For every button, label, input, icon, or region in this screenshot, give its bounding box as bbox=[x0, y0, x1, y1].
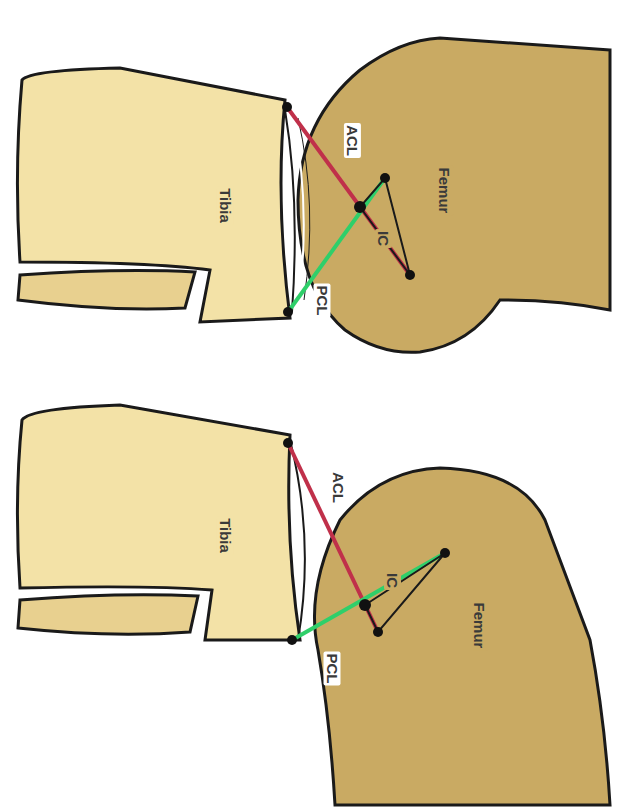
acl-line bbox=[287, 107, 410, 275]
linkage-triangle bbox=[365, 553, 445, 632]
pcl-line bbox=[288, 178, 385, 312]
joint-dot bbox=[287, 635, 297, 645]
ic-dot bbox=[354, 201, 366, 213]
meniscus bbox=[285, 110, 295, 312]
top-knee bbox=[17, 38, 610, 352]
linkage-triangle bbox=[360, 178, 410, 275]
ic-dot bbox=[359, 599, 371, 611]
bone-label: Tibia bbox=[216, 186, 233, 225]
joint-dot bbox=[283, 438, 293, 448]
tibia-bone bbox=[17, 68, 290, 322]
fibula-bone bbox=[18, 595, 198, 635]
joint-dot bbox=[440, 548, 450, 558]
pcl-line bbox=[292, 553, 445, 640]
bone-label: Tibia bbox=[216, 516, 233, 555]
center-label: IC bbox=[375, 229, 392, 248]
joint-dot bbox=[282, 102, 292, 112]
joint-dot bbox=[405, 270, 415, 280]
tibia-bone bbox=[17, 405, 300, 640]
femur-bone bbox=[298, 38, 610, 352]
ligament-label: ACL bbox=[329, 470, 346, 505]
femur-bone bbox=[314, 468, 610, 805]
ligament-label: ACL bbox=[343, 123, 360, 158]
joint-dot bbox=[380, 173, 390, 183]
center-label: IC bbox=[384, 571, 401, 590]
fibula-bone bbox=[18, 271, 195, 309]
meniscus bbox=[292, 112, 304, 308]
meniscus bbox=[298, 118, 310, 300]
joint-dot bbox=[373, 627, 383, 637]
joint-dot bbox=[283, 307, 293, 317]
bone-label: Femur bbox=[437, 165, 454, 215]
bottom-knee bbox=[17, 405, 610, 805]
ligament-label: PCL bbox=[324, 651, 341, 685]
acl-line bbox=[288, 443, 378, 632]
bone-label: Femur bbox=[472, 600, 489, 650]
ligament-label: PCL bbox=[314, 283, 331, 317]
